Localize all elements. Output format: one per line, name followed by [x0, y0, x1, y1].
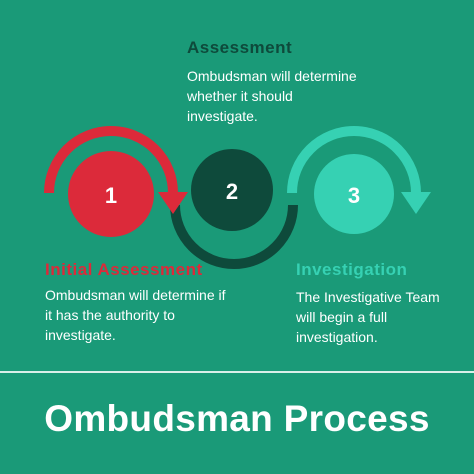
- divider: [0, 371, 474, 373]
- step2-description: Ombudsman will determine whether it shou…: [187, 68, 357, 124]
- step3-arrow-head: [401, 192, 431, 214]
- step3-number: 3: [348, 183, 360, 208]
- step1-description: Ombudsman will determine if it has the a…: [45, 287, 226, 343]
- step2-number: 2: [226, 179, 238, 204]
- step2-circle: [191, 149, 273, 231]
- step1-circle: [68, 151, 154, 237]
- step2-heading: Assessment: [187, 38, 293, 57]
- step3-circle: [314, 154, 394, 234]
- page-title: Ombudsman Process: [44, 398, 430, 439]
- step1-arrow-arc: [44, 126, 178, 194]
- step1-heading: Initial Assessment: [45, 260, 203, 279]
- step1-number: 1: [105, 183, 117, 208]
- step1-arrow-head: [158, 192, 188, 214]
- step3-arrow-arc: [287, 126, 421, 194]
- step2-connector-arc: [170, 204, 298, 269]
- step3-heading: Investigation: [296, 260, 408, 279]
- step3-description: The Investigative Team will begin a full…: [296, 289, 440, 345]
